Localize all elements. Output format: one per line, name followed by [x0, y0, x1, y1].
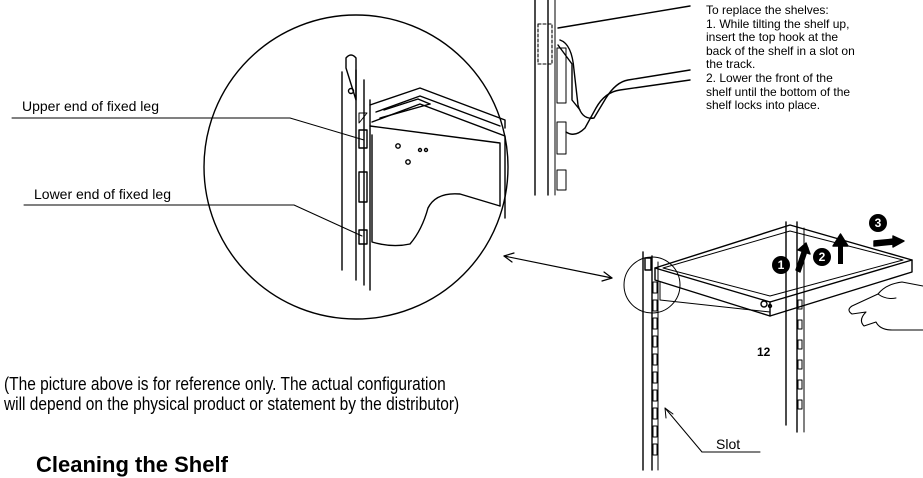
step-3-number: 3: [874, 216, 882, 230]
step-2-number: 2: [818, 250, 826, 264]
reference-note: (The picture above is for reference only…: [4, 374, 459, 414]
replace-instructions: To replace the shelves: 1. While tilting…: [706, 3, 921, 113]
step-2-badge: 2: [813, 248, 831, 266]
section-heading: Cleaning the Shelf: [36, 452, 228, 477]
instructions-title: To replace the shelves:: [706, 3, 829, 17]
slot-leader: [664, 407, 761, 453]
instruction-line: back of the shelf in a slot on: [706, 43, 855, 58]
upper-end-label: Upper end of fixed leg: [22, 98, 159, 114]
lower-end-label: Lower end of fixed leg: [34, 186, 171, 202]
shelf-assembly-drawing: [623, 221, 923, 471]
instruction-line: 1. While tilting the shelf up,: [706, 16, 850, 31]
instruction-line: the track.: [706, 57, 756, 72]
double-arrow: [503, 252, 613, 282]
slot-label: Slot: [716, 436, 741, 452]
instruction-line: 2. Lower the front of the: [706, 70, 833, 85]
magnified-circle: [203, 14, 509, 320]
step-1-badge: 1: [772, 256, 790, 274]
hook-detail-drawing: [534, 0, 691, 196]
step-3-badge: 3: [869, 214, 887, 232]
callout-leaders: [11, 117, 365, 237]
reference-note-line-2: will depend on the physical product or s…: [4, 394, 460, 414]
instruction-line: shelf until the bottom of the: [706, 84, 851, 99]
step-arrows: [795, 233, 905, 273]
reference-note-line-1: (The picture above is for reference only…: [4, 374, 446, 394]
page-number: 12: [757, 345, 771, 359]
instruction-line: shelf locks into place.: [706, 98, 821, 113]
instruction-line: insert the top hook at the: [706, 30, 839, 45]
step-1-number: 1: [777, 258, 785, 272]
